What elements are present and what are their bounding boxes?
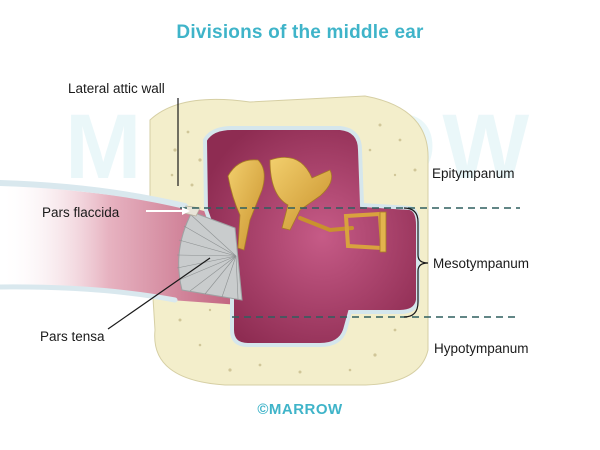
label-pars-tensa: Pars tensa [40,329,105,344]
label-hypotympanum: Hypotympanum [434,341,529,356]
diagram-title: Divisions of the middle ear [176,22,424,43]
mesotympanum-bracket [403,207,429,318]
label-pars-flaccida: Pars flaccida [42,205,120,220]
footer-logo: ©MARROW [257,401,343,418]
ossicular-chain [227,156,387,253]
label-mesotympanum: Mesotympanum [433,256,530,271]
pars-tensa-pointer [107,257,211,330]
label-lateral-attic-wall: Lateral attic wall [68,81,165,96]
pars-flaccida-arrow [146,207,190,215]
label-epitympanum: Epitympanum [432,166,515,181]
pars-tensa-membrane [176,211,243,301]
